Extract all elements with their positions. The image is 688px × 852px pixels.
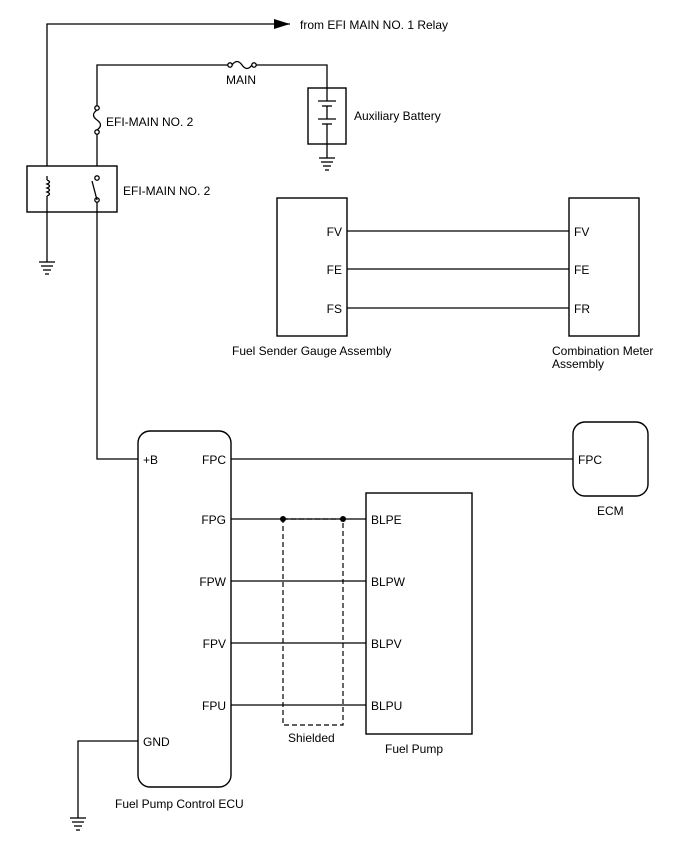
- fuel-pump-box: [365, 492, 473, 735]
- fuel-pump-ecu-label: Fuel Pump Control ECU: [115, 797, 244, 811]
- meter-pin-fr: FR: [574, 302, 590, 316]
- main-fuse-circuit: [96, 60, 328, 106]
- meter-pin-fv: FV: [574, 225, 589, 239]
- fuse-icon: [92, 109, 102, 131]
- combination-meter-box: [568, 197, 640, 337]
- shield-outline: [282, 518, 344, 726]
- arrow-icon: [274, 19, 290, 29]
- relay-switch-icon: [91, 180, 98, 201]
- shield-junction-dot: [280, 516, 286, 522]
- fuel-sender-box: [276, 197, 348, 337]
- ground-icon: [39, 261, 55, 275]
- relay-contact-icon: [94, 175, 100, 181]
- efi-main2-fuse-label: EFI-MAIN NO. 2: [106, 115, 194, 129]
- pump-pin-blpe: BLPE: [371, 513, 402, 527]
- ecu-ground-wire: [70, 740, 138, 831]
- combination-meter-label-2: Assembly: [552, 357, 604, 371]
- combination-meter-label-1: Combination Meter: [552, 344, 653, 358]
- ecu-pin-b: +B: [143, 453, 158, 467]
- relay-feed-wire: [46, 19, 290, 176]
- ecu-pin-fpu: FPU: [202, 699, 226, 713]
- efi-main2-relay: [26, 165, 138, 460]
- ecu-pin-fpg: FPG: [201, 513, 226, 527]
- ecu-pin-gnd: GND: [143, 735, 170, 749]
- main-fuse-label: MAIN: [226, 73, 256, 87]
- fuel-sender-pin-fv: FV: [327, 225, 342, 239]
- ground-icon: [319, 157, 335, 171]
- fuel-sender-label: Fuel Sender Gauge Assembly: [232, 344, 391, 358]
- ecm-pin-fpc: FPC: [578, 453, 602, 467]
- relay-coil-icon: [45, 176, 51, 212]
- ecu-pin-fpw: FPW: [199, 575, 226, 589]
- auxiliary-battery-symbol: [307, 87, 347, 171]
- fuse-terminal-icon: [94, 129, 100, 135]
- auxiliary-battery-label: Auxiliary Battery: [354, 109, 441, 123]
- shield-junction-dot: [340, 516, 346, 522]
- fuse-terminal-icon: [94, 105, 100, 111]
- pump-pin-blpv: BLPV: [371, 637, 402, 651]
- fuel-sender-pin-fs: FS: [327, 302, 342, 316]
- ecu-pin-fpv: FPV: [203, 637, 226, 651]
- pump-pin-blpw: BLPW: [371, 575, 406, 589]
- fuse-terminal-icon: [251, 62, 257, 68]
- relay-source-label: from EFI MAIN NO. 1 Relay: [300, 18, 448, 32]
- efi-main2-relay-label: EFI-MAIN NO. 2: [123, 184, 211, 198]
- ecm-label: ECM: [597, 504, 624, 518]
- fuel-sender-pin-fe: FE: [327, 263, 342, 277]
- shielded-label: Shielded: [288, 731, 335, 745]
- ground-icon: [70, 817, 86, 831]
- fuse-terminal-icon: [227, 62, 233, 68]
- ecu-pin-fpc: FPC: [202, 453, 226, 467]
- fuse-icon: [231, 60, 253, 70]
- meter-pin-fe: FE: [574, 263, 589, 277]
- fuel-pump-label: Fuel Pump: [385, 742, 443, 756]
- pump-pin-blpu: BLPU: [371, 699, 402, 713]
- fuel-pump-ecu-box: [137, 430, 232, 788]
